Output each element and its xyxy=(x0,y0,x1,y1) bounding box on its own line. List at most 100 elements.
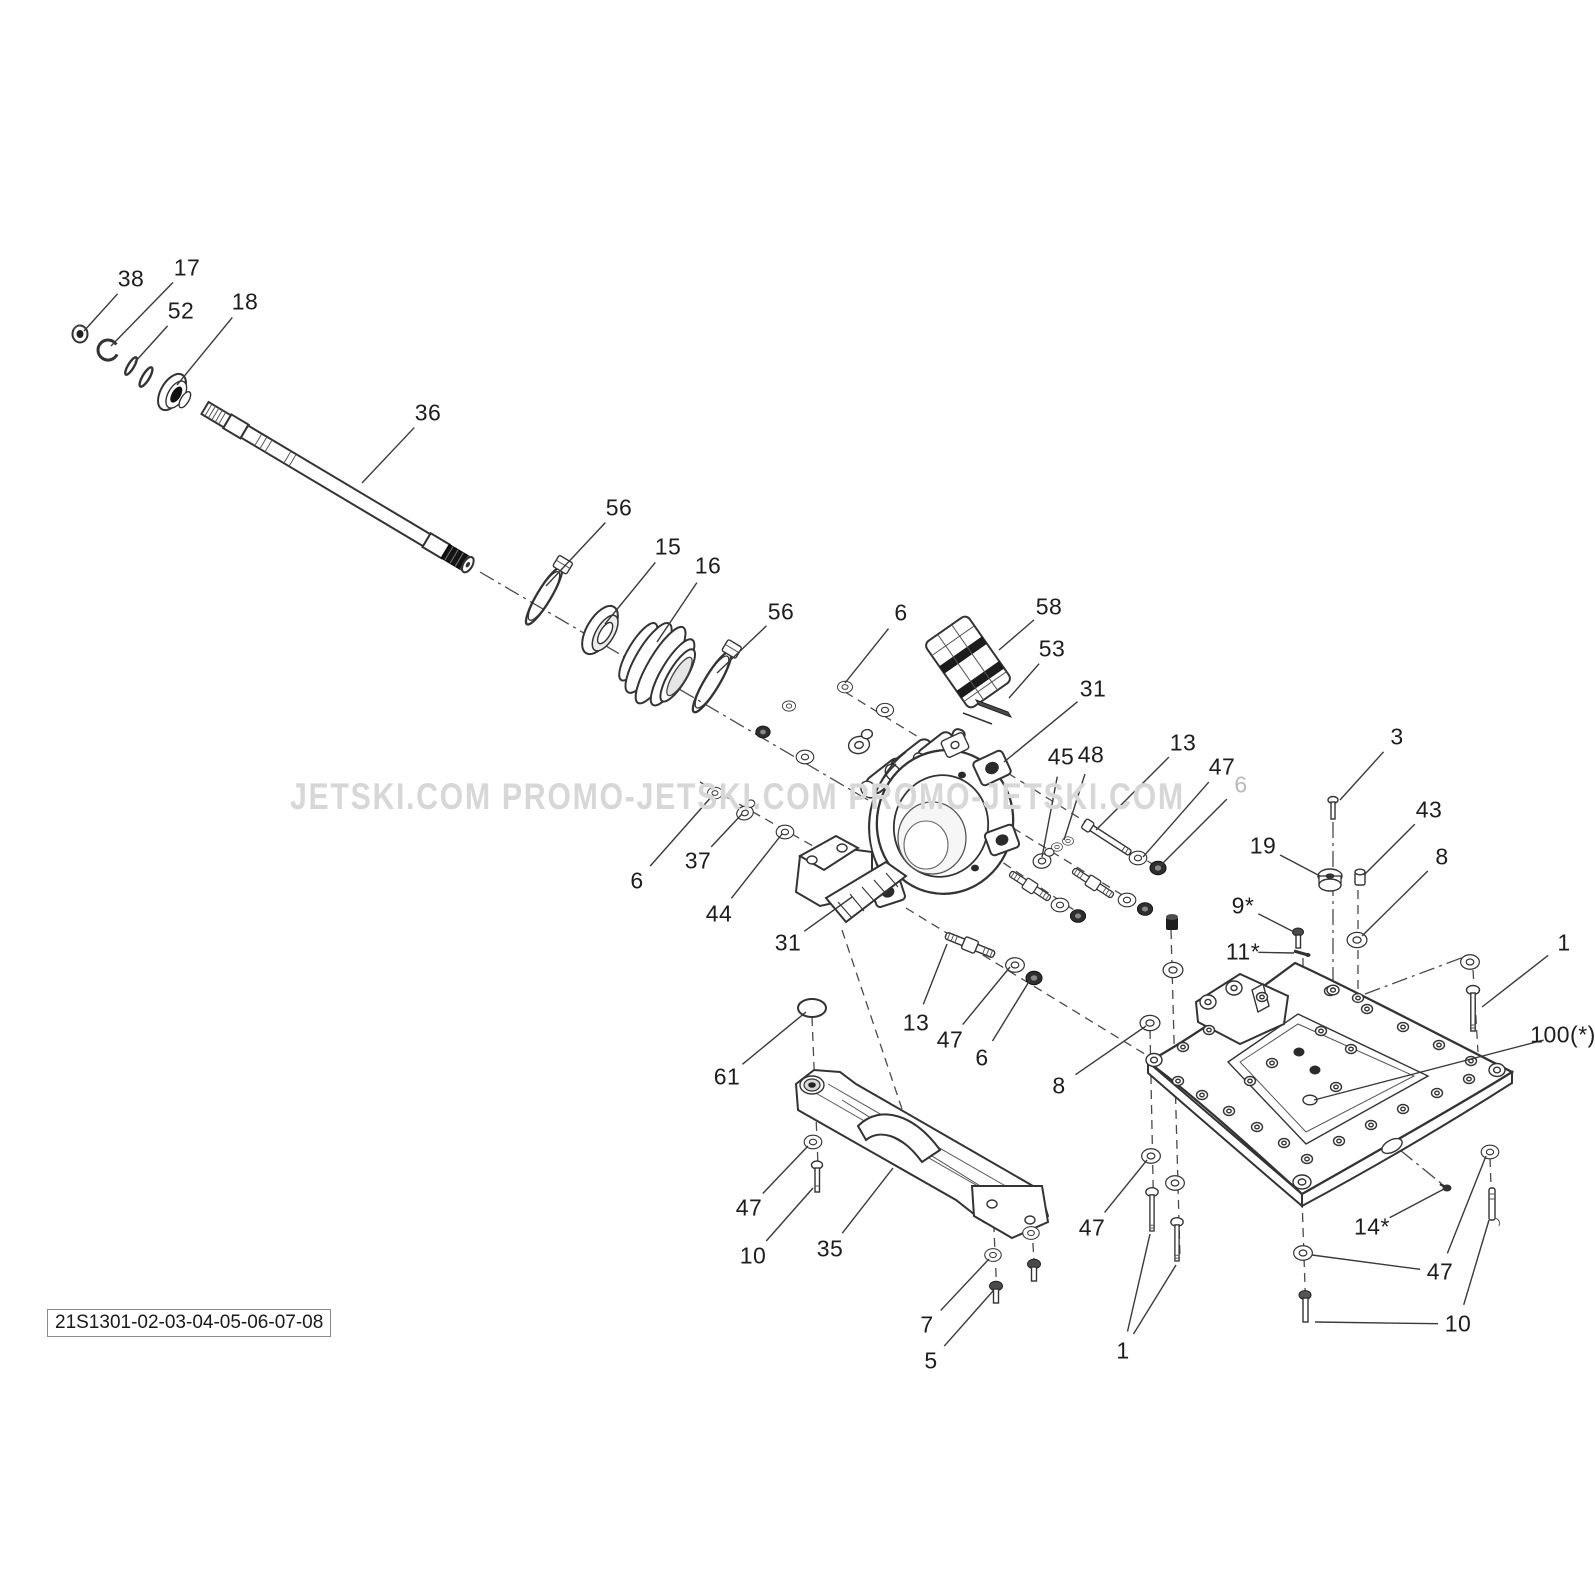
leader-line-13 xyxy=(1095,756,1170,831)
leader-line-58 xyxy=(998,619,1035,651)
nut xyxy=(755,725,771,739)
leader-line-47 xyxy=(762,1145,809,1194)
drawing-code-box: 21S1301-02-03-04-05-06-07-08 xyxy=(47,1309,332,1337)
leader-line-3 xyxy=(1339,751,1385,801)
callout-47: 47 xyxy=(1078,1214,1106,1241)
leader-line-31 xyxy=(803,896,853,932)
callout-44: 44 xyxy=(705,900,733,927)
o-ring-52b xyxy=(138,366,154,388)
callout-6: 6 xyxy=(1234,771,1248,798)
leader-line-43 xyxy=(1363,823,1416,876)
leader-line-45 xyxy=(1041,776,1058,858)
callout-6: 6 xyxy=(894,599,908,626)
callout-38: 38 xyxy=(117,265,145,292)
leader-line-38 xyxy=(83,293,119,332)
leader-line-47 xyxy=(962,966,1011,1025)
washer-7 xyxy=(984,1248,1002,1262)
screw-5 xyxy=(1026,1258,1042,1282)
nut xyxy=(781,700,797,712)
callout-3: 3 xyxy=(1390,723,1404,750)
watermark-text: JETSKI.COM PROMO-JETSKI.COM PROMO-JETSKI… xyxy=(290,776,1185,817)
leader-line-47 xyxy=(1104,1159,1148,1213)
leader-line-7 xyxy=(940,1258,990,1311)
screw-3 xyxy=(1327,795,1339,820)
leader-line-56 xyxy=(545,522,606,587)
washer xyxy=(1117,892,1137,908)
callout-1: 1 xyxy=(1116,1337,1130,1364)
grommet-19 xyxy=(1317,868,1343,892)
callout-48: 48 xyxy=(1077,741,1105,768)
callout-47: 47 xyxy=(936,1026,964,1053)
washer-47 xyxy=(1128,850,1148,866)
washer xyxy=(1141,1148,1161,1164)
ride-plate xyxy=(1145,961,1515,1209)
stud xyxy=(1069,864,1117,902)
seal-carrier-18 xyxy=(157,372,192,412)
bolt-1 xyxy=(1465,984,1481,1032)
stud-13 xyxy=(942,928,998,962)
stud-10 xyxy=(1488,1187,1500,1227)
nut xyxy=(1136,902,1154,916)
leader-line-36 xyxy=(361,427,415,484)
leader-line-48 xyxy=(1063,773,1086,841)
bearing-housing-31 xyxy=(794,728,1021,924)
leader-line-13 xyxy=(922,943,948,1005)
callout-31: 31 xyxy=(774,929,802,956)
leader-line-56 xyxy=(716,625,768,674)
callout-5: 5 xyxy=(924,1347,938,1374)
washer-7 xyxy=(1022,1226,1040,1240)
callout-17: 17 xyxy=(173,254,201,281)
leader-line-16 xyxy=(656,582,698,643)
callout-35: 35 xyxy=(816,1235,844,1262)
callout-47: 47 xyxy=(1208,753,1236,780)
leader-lines xyxy=(83,281,1549,1347)
leader-line-8 xyxy=(1075,1025,1147,1076)
washer-48 xyxy=(1051,842,1063,852)
callout-19: 19 xyxy=(1249,832,1277,859)
callout-10: 10 xyxy=(1444,1310,1472,1337)
callout-47: 47 xyxy=(1426,1258,1454,1285)
cap-nut xyxy=(1166,914,1178,930)
callout-43: 43 xyxy=(1415,796,1443,823)
washer-47 xyxy=(1293,1245,1313,1261)
callout-7: 7 xyxy=(920,1311,934,1338)
leader-line-6 xyxy=(649,794,714,867)
leader-line-47 xyxy=(1446,1155,1487,1254)
washer xyxy=(1165,1175,1185,1191)
callout-37: 37 xyxy=(684,847,712,874)
drive-shaft-36 xyxy=(200,400,475,574)
stud xyxy=(1006,867,1054,905)
housing-bracket-arm xyxy=(794,834,908,924)
shaft-nut-38 xyxy=(71,324,89,344)
circlip-17 xyxy=(96,338,119,362)
callout-36: 36 xyxy=(414,399,442,426)
hardware xyxy=(707,680,1500,1323)
leader-line-1 xyxy=(1481,954,1549,1008)
washer xyxy=(875,702,895,718)
callout-56: 56 xyxy=(767,598,795,625)
callout-10: 10 xyxy=(739,1242,767,1269)
callout-58: 58 xyxy=(1035,593,1063,620)
washer-47 xyxy=(1005,957,1025,973)
leader-line-47 xyxy=(1142,781,1210,858)
leader-line-1 xyxy=(1132,1264,1177,1335)
leader-line-1 xyxy=(1126,1233,1151,1332)
leader-line-11* xyxy=(1258,951,1295,954)
leader-line-100(*) xyxy=(1313,1039,1544,1101)
leader-line-14* xyxy=(1389,1188,1445,1219)
washer xyxy=(795,749,815,765)
leader-line-47 xyxy=(1311,1254,1421,1271)
callout-52: 52 xyxy=(167,297,195,324)
o-ring-52a xyxy=(124,356,138,376)
leader-line-31 xyxy=(1003,701,1078,763)
leader-line-8 xyxy=(1361,870,1429,937)
callout-6: 6 xyxy=(630,867,644,894)
callout-6: 6 xyxy=(975,1044,989,1071)
leader-line-35 xyxy=(841,1167,894,1234)
plate-corner-bosses xyxy=(1145,984,1506,1190)
callout-13: 13 xyxy=(902,1009,930,1036)
leader-line-6 xyxy=(844,628,890,684)
bracket-fin xyxy=(856,1113,942,1164)
callout-16: 16 xyxy=(694,552,722,579)
